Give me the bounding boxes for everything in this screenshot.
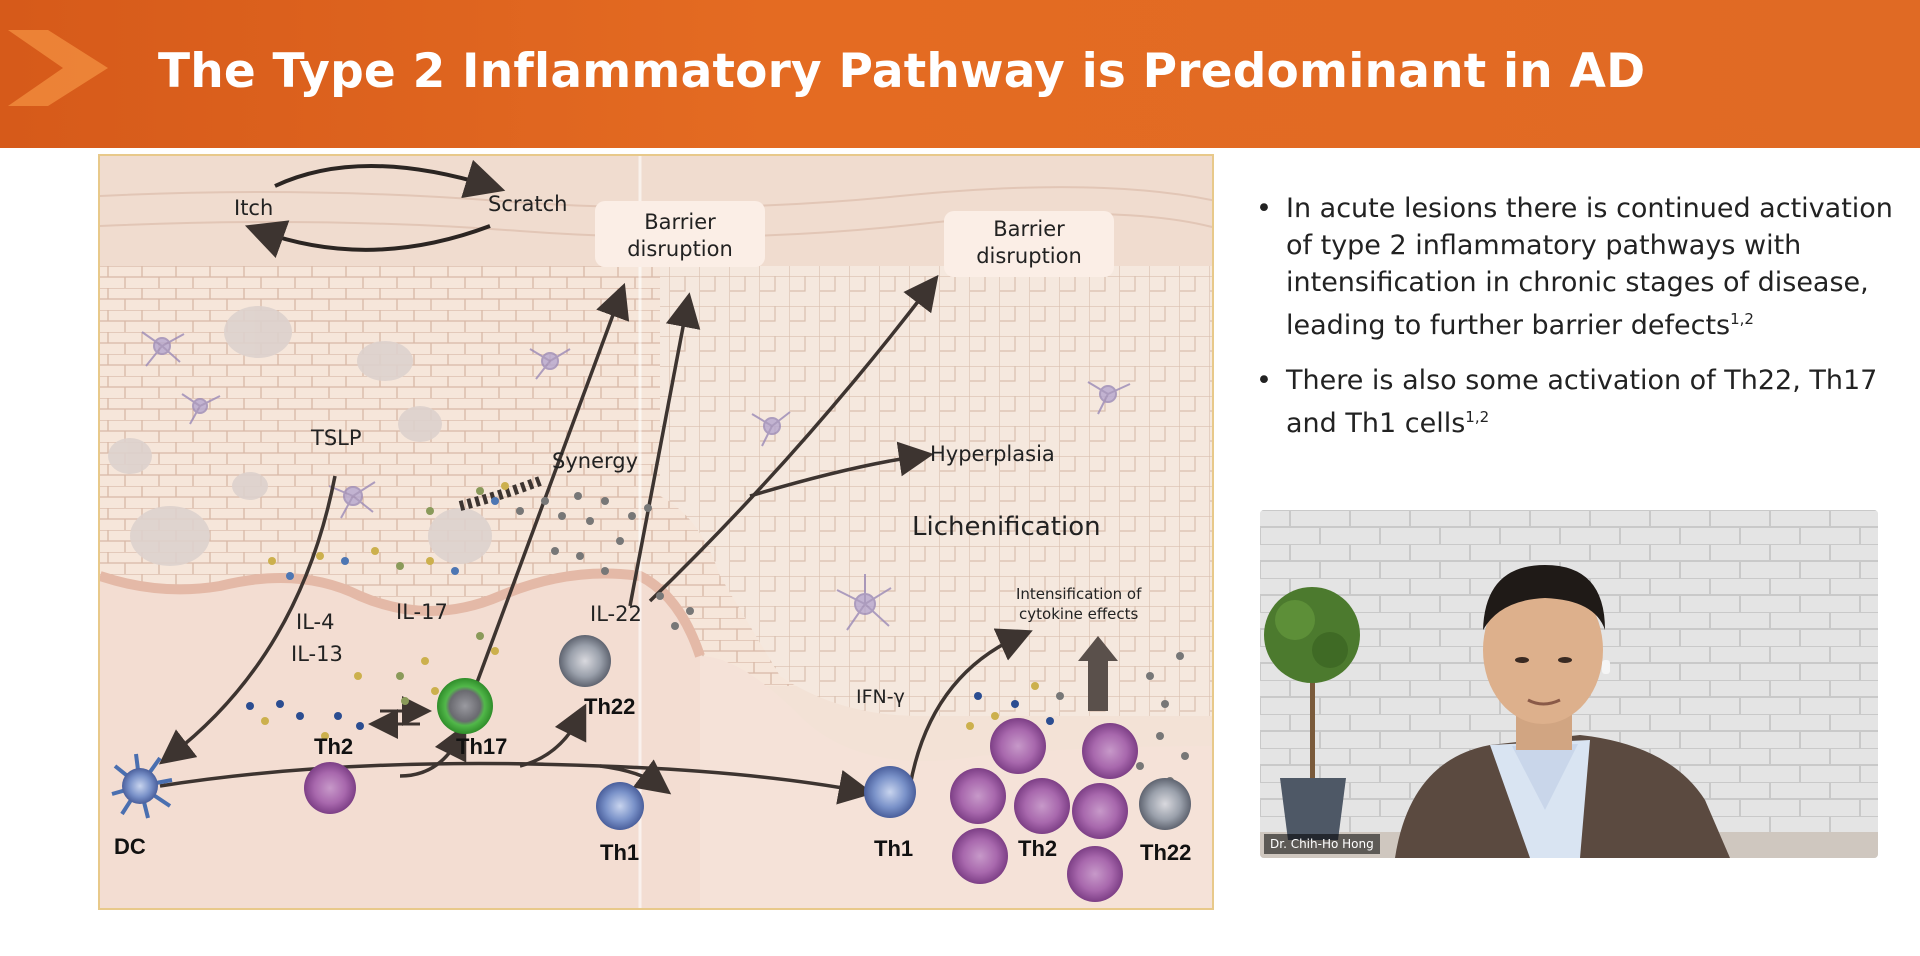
cell-label-th22-left: Th22 xyxy=(584,694,636,719)
cell-label-th2-right: Th2 xyxy=(1018,836,1058,861)
slide-header: The Type 2 Inflammatory Pathway is Predo… xyxy=(0,0,1920,148)
label-itch: Itch xyxy=(234,196,274,220)
cell-label-th22-right: Th22 xyxy=(1140,840,1192,865)
chevron-right-icon xyxy=(8,30,108,106)
label-il13: IL-13 xyxy=(291,642,343,666)
pathway-figure: Itch Scratch Barrier disruption Barrier … xyxy=(98,154,1214,910)
cell-label-th1-left: Th1 xyxy=(600,840,640,865)
pathway-illustration xyxy=(100,156,1212,908)
label-il4: IL-4 xyxy=(296,610,335,634)
bullet-item: • In acute lesions there is continued ac… xyxy=(1256,190,1896,344)
cell-label-th2-left: Th2 xyxy=(314,734,354,759)
cell-label-th1-right: Th1 xyxy=(874,836,914,861)
label-barrier-disruption-1: Barrier disruption xyxy=(627,210,733,261)
speaker-avatar xyxy=(1395,565,1730,858)
label-intensification: Intensification of cytokine effects xyxy=(1016,585,1142,623)
speaker-name-tag: Dr. Chih-Ho Hong xyxy=(1264,834,1380,854)
label-scratch: Scratch xyxy=(488,192,568,216)
label-tslp: TSLP xyxy=(311,426,362,450)
plant-icon xyxy=(1264,587,1360,840)
speaker-video-frame xyxy=(1260,510,1878,858)
label-lichenification: Lichenification xyxy=(912,512,1101,542)
label-ifn-gamma: IFN-γ xyxy=(856,686,905,708)
bullet-dot-icon: • xyxy=(1256,193,1272,224)
speaker-video[interactable]: Dr. Chih-Ho Hong xyxy=(1260,510,1878,858)
bullet-list: • In acute lesions there is continued ac… xyxy=(1256,190,1896,460)
cell-label-th17: Th17 xyxy=(456,734,508,759)
dc-cell xyxy=(111,753,173,819)
cell-label-dc: DC xyxy=(114,834,146,859)
label-il22: IL-22 xyxy=(590,602,642,626)
bullet-ref: 1,2 xyxy=(1730,310,1754,328)
slide-title: The Type 2 Inflammatory Pathway is Predo… xyxy=(158,44,1646,99)
label-barrier-disruption-2: Barrier disruption xyxy=(976,217,1082,268)
bullet-text: There is also some activation of Th22, T… xyxy=(1286,365,1878,439)
bullet-ref: 1,2 xyxy=(1465,408,1490,426)
label-hyperplasia: Hyperplasia xyxy=(930,442,1055,466)
label-il17: IL-17 xyxy=(396,600,448,624)
bullet-item: • There is also some activation of Th22,… xyxy=(1256,362,1896,442)
bullet-text: In acute lesions there is continued acti… xyxy=(1286,193,1893,341)
label-synergy: Synergy xyxy=(552,449,639,473)
bullet-dot-icon: • xyxy=(1256,365,1272,396)
